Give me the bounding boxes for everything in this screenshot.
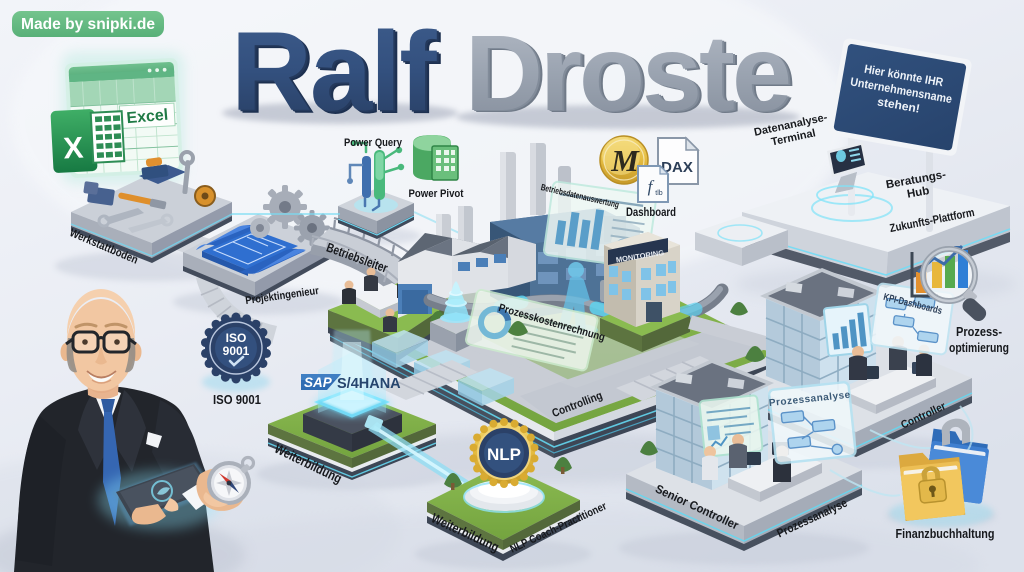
svg-text:Hub: Hub — [906, 185, 930, 201]
svg-text:Ralf: Ralf — [233, 11, 439, 136]
svg-text:Droste: Droste — [465, 12, 789, 133]
svg-text:ISO: ISO — [226, 331, 247, 345]
svg-text:f: f — [648, 177, 655, 196]
svg-text:Ralf: Ralf — [231, 9, 437, 134]
svg-text:Power Pivot: Power Pivot — [409, 188, 464, 200]
svg-text:Power Query: Power Query — [344, 137, 403, 149]
svg-text:Droste: Droste — [469, 14, 793, 135]
svg-text:optimierung: optimierung — [949, 341, 1009, 355]
svg-text:X: X — [63, 132, 85, 166]
svg-text:Prozess-: Prozess- — [956, 325, 1002, 339]
svg-text:9001: 9001 — [223, 344, 250, 358]
svg-text:SAP: SAP — [304, 375, 333, 390]
svg-text:Finanzbuchhaltung: Finanzbuchhaltung — [896, 527, 995, 541]
svg-text:S/4HANA: S/4HANA — [337, 376, 401, 392]
svg-text:NLP: NLP — [487, 445, 521, 464]
svg-text:Dashboard: Dashboard — [626, 205, 676, 219]
svg-text:M: M — [610, 143, 640, 178]
svg-text:tlb: tlb — [655, 190, 663, 197]
svg-text:ISO 9001: ISO 9001 — [213, 393, 261, 407]
svg-text:Ralf: Ralf — [235, 12, 441, 137]
svg-text:Made by snipki.de: Made by snipki.de — [21, 16, 155, 33]
svg-text:DAX: DAX — [661, 159, 693, 176]
svg-text:Droste: Droste — [467, 13, 791, 134]
svg-text:Excel: Excel — [126, 107, 169, 128]
